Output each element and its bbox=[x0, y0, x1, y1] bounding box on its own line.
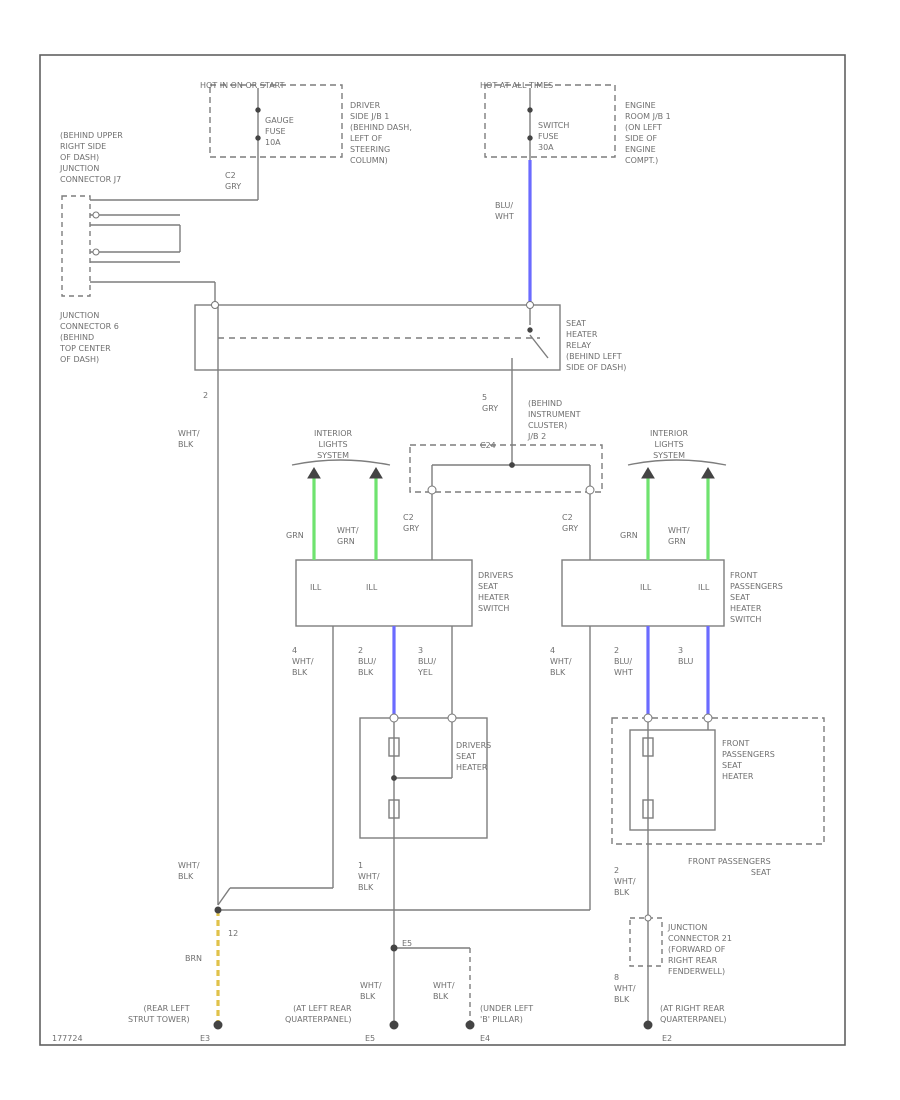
wire-wht-blk-left: WHT/ BLK bbox=[178, 861, 200, 881]
colored-wires bbox=[216, 160, 710, 1023]
right-fuse-box bbox=[484, 84, 616, 158]
ground-e4-id: E4 bbox=[480, 1034, 491, 1043]
interior-lights-driver: INTERIOR LIGHTS SYSTEM bbox=[314, 429, 353, 460]
seat-heater-relay-label: SEAT HEATER RELAY (BEHIND LEFT SIDE OF D… bbox=[566, 319, 627, 372]
wire-grn-driver: GRN bbox=[286, 531, 304, 540]
passenger-switch-box bbox=[561, 559, 725, 627]
wire-blu-wht-top: BLU/ WHT bbox=[495, 201, 514, 221]
wire-wht-grn-passenger: WHT/ GRN bbox=[668, 526, 690, 546]
wire-grn-passenger: GRN bbox=[620, 531, 638, 540]
right-fuse-location: ENGINE ROOM J/B 1 (ON LEFT SIDE OF ENGIN… bbox=[625, 101, 671, 165]
ground-e5 bbox=[389, 1020, 399, 1030]
wire-wht-blk-b: WHT/ BLK bbox=[433, 981, 455, 1001]
junction-j7-label: (BEHIND UPPER RIGHT SIDE OF DASH) JUNCTI… bbox=[60, 131, 123, 184]
right-fuse-label: SWITCH FUSE 30A bbox=[538, 121, 570, 152]
wire-c2-driver: C2 GRY bbox=[403, 513, 420, 533]
driver-seat-heater-switch-label: DRIVERS SEAT HEATER SWITCH bbox=[478, 571, 514, 613]
left-fuse-label: GAUGE FUSE 10A bbox=[265, 116, 294, 147]
wire-pin4-wht-blk: 4 WHT/ BLK bbox=[292, 646, 314, 677]
left-fuse-header: HOT IN ON OR START bbox=[200, 81, 285, 90]
wire-pin12: 12 bbox=[228, 929, 239, 938]
ground-e4 bbox=[465, 1020, 475, 1030]
right-fuse-header: HOT AT ALL TIMES bbox=[480, 81, 554, 90]
ground-e2 bbox=[643, 1020, 653, 1030]
ground-e3-id: E3 bbox=[200, 1034, 211, 1043]
junction-6-label: JUNCTION CONNECTOR 6 (BEHIND TOP CENTER … bbox=[60, 311, 119, 364]
ground-e3 bbox=[213, 1020, 223, 1030]
switch-ill-driver-b: ILL bbox=[366, 583, 378, 592]
wire-pin5-gry: 5 GRY bbox=[482, 393, 499, 413]
wire-pin2-blu-wht: 2 BLU/ WHT bbox=[614, 646, 633, 677]
junction-block-2 bbox=[409, 444, 603, 493]
left-fuse-location: DRIVER SIDE J/B 1 (BEHIND DASH, LEFT OF … bbox=[350, 101, 412, 165]
wire-pin4-passenger: 4 WHT/ BLK bbox=[550, 646, 572, 677]
junction-block-2-label: (BEHIND INSTRUMENT CLUSTER) J/B 2 bbox=[528, 399, 581, 441]
driver-seat-heater-label: DRIVERS SEAT HEATER bbox=[456, 741, 492, 772]
passenger-heater-box bbox=[611, 717, 825, 845]
wire-e5: E5 bbox=[402, 939, 413, 948]
ground-e5-id: E5 bbox=[365, 1034, 376, 1043]
wire-c2-passenger: C2 GRY bbox=[562, 513, 579, 533]
ground-e4-label: (UNDER LEFT 'B' PILLAR) bbox=[480, 1004, 534, 1024]
ground-e5-label: (AT LEFT REAR QUARTERPANEL) bbox=[285, 1004, 352, 1024]
passenger-seat-heater-label: FRONT PASSENGERS SEAT HEATER bbox=[722, 739, 775, 781]
wire-pin2-right: 2 WHT/ BLK bbox=[614, 866, 636, 897]
passenger-seat-heater-switch-label: FRONT PASSENGERS SEAT HEATER SWITCH bbox=[730, 571, 783, 624]
wire-pin1-wht-blk: 1 WHT/ BLK bbox=[358, 861, 380, 892]
wire-wht-blk-relay: WHT/ BLK bbox=[178, 429, 200, 449]
wire-wht-blk-bottom: WHT/ BLK bbox=[360, 981, 382, 1001]
ground-e3-label: (REAR LEFT STRUT TOWER) bbox=[128, 1004, 190, 1024]
driver-heater-box bbox=[359, 717, 488, 839]
wire-wht-grn-driver: WHT/ GRN bbox=[337, 526, 359, 546]
switch-ill-passenger-b: ILL bbox=[698, 583, 710, 592]
seat-heater-relay-box bbox=[194, 304, 561, 371]
wire-brn: BRN bbox=[185, 954, 203, 963]
rear-junction-label: JUNCTION CONNECTOR 21 (FORWARD OF RIGHT … bbox=[668, 923, 732, 976]
interior-lights-passenger: INTERIOR LIGHTS SYSTEM bbox=[650, 429, 689, 460]
ground-e2-id: E2 bbox=[662, 1034, 673, 1043]
diagram-code: 177724 bbox=[52, 1034, 83, 1043]
ground-e2-label: (AT RIGHT REAR QUARTERPANEL) bbox=[660, 1004, 727, 1024]
passenger-seat-label: FRONT PASSENGERS SEAT bbox=[688, 857, 771, 877]
wire-pin3-blu: 3 BLU bbox=[678, 646, 694, 666]
diagram-frame bbox=[39, 54, 846, 1046]
junction-connector-21 bbox=[629, 917, 663, 967]
wire-pin8: 8 WHT/ BLK bbox=[614, 973, 636, 1004]
switch-ill-driver-a: ILL bbox=[310, 583, 322, 592]
junction-connector-j7 bbox=[61, 195, 91, 297]
driver-switch-box bbox=[295, 559, 473, 627]
left-fuse-box bbox=[209, 84, 343, 158]
wire-pin2-blu-blk: 2 BLU/ BLK bbox=[358, 646, 377, 677]
wire-pin3-blu-yel: 3 BLU/ YEL bbox=[418, 646, 437, 677]
switch-ill-passenger-a: ILL bbox=[640, 583, 652, 592]
wire-pin2-relay: 2 bbox=[203, 391, 209, 400]
wire-c2-gry: C2 GRY bbox=[225, 171, 242, 191]
wire-c24: C24 bbox=[480, 441, 496, 450]
